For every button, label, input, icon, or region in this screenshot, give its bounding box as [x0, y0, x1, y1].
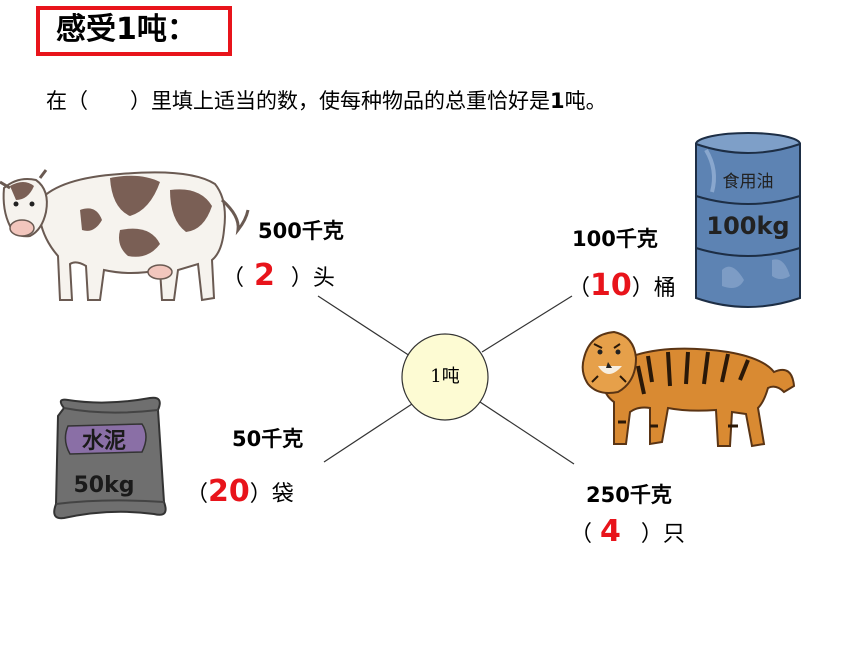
tiger-unit: 只	[662, 522, 685, 547]
bag-weight: 50kg	[74, 473, 135, 498]
cement-open-paren: （	[186, 482, 209, 507]
instruction-before: 在（ ）里填上适当的数，使每种物品的总重恰好是	[46, 89, 550, 113]
bag-label: 水泥	[82, 429, 126, 454]
connector-cow	[317, 295, 411, 357]
connector-oil	[481, 295, 573, 353]
tiger-answer: 4	[600, 514, 621, 549]
tiger-answer-line: （ 4 ）只	[570, 516, 685, 551]
center-label: 1吨	[430, 366, 460, 387]
center-circle	[401, 333, 489, 421]
cement-answer: 20	[208, 474, 250, 509]
instruction-after: 吨。	[564, 89, 607, 113]
tiger-icon	[581, 330, 796, 448]
cement-close-paren: ）	[249, 482, 272, 507]
cement-bag-icon: 水泥 50kg	[53, 396, 167, 520]
title-frame	[36, 6, 232, 56]
barrel-weight: 100kg	[706, 212, 789, 240]
cow-open-paren: （	[222, 266, 245, 291]
cement-answer-line: （20）袋	[186, 476, 294, 511]
tiger-open-paren: （	[570, 522, 593, 547]
oil-answer: 10	[590, 268, 632, 303]
cement-unit: 袋	[271, 482, 294, 507]
cow-icon	[0, 169, 250, 302]
cow-unit: 头	[312, 266, 335, 291]
tiger-close-paren: ）	[640, 522, 663, 547]
connector-cement	[323, 403, 413, 463]
cement-weight: 50千克	[232, 427, 304, 451]
instruction-bold-number: 1	[550, 89, 565, 113]
instruction-text: 在（ ）里填上适当的数，使每种物品的总重恰好是1吨。	[46, 86, 607, 116]
oil-open-paren: （	[568, 276, 591, 301]
oil-answer-line: （10）桶	[568, 270, 676, 305]
cow-answer-line: （ 2 ）头	[222, 260, 335, 295]
tiger-weight: 250千克	[586, 483, 672, 507]
cow-weight: 500千克	[258, 219, 344, 243]
barrel-label: 食用油	[723, 172, 774, 192]
oil-close-paren: ）	[631, 276, 654, 301]
page-title: 感受1吨：	[56, 12, 197, 47]
oil-barrel-icon: 食用油 100kg	[695, 132, 801, 308]
cow-close-paren: ）	[290, 266, 313, 291]
cow-answer: 2	[254, 258, 275, 293]
oil-unit: 桶	[653, 276, 676, 301]
connector-tiger	[479, 401, 575, 465]
oil-weight: 100千克	[572, 227, 658, 251]
